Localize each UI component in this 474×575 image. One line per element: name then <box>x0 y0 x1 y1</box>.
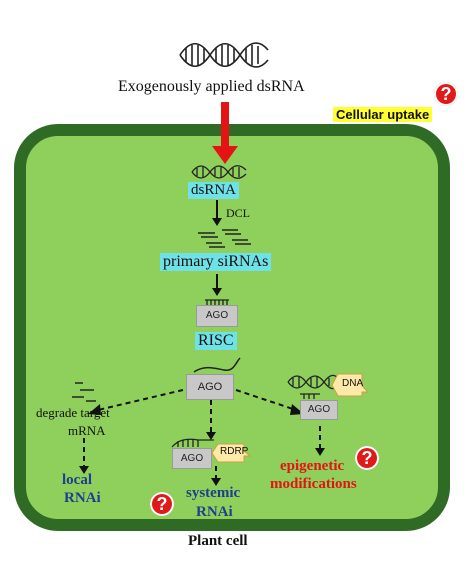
degrade-target-label: degrade target <box>36 405 110 420</box>
dna-helix-icon <box>287 374 339 399</box>
cell-dsrna-helix-icon <box>191 165 247 179</box>
dna-label: DNA <box>342 378 364 389</box>
risc-label: RISC <box>195 332 237 350</box>
rdrp-label: RDRP <box>220 446 249 457</box>
ago-loaded-sirna-icon <box>205 299 229 305</box>
rdrp-strand-icon <box>171 438 214 448</box>
dashed-arrows <box>83 389 321 478</box>
mrna-label: mRNA <box>68 423 106 438</box>
cellular-uptake-label: Cellular uptake <box>333 107 433 122</box>
primary-sirnas-label: primary siRNAs <box>160 253 272 271</box>
arrow-dsrna-to-sirna <box>212 200 222 226</box>
rnai-systemic-label: RNAi <box>196 504 233 520</box>
rdrp-callout-shape <box>211 443 252 463</box>
dsrna-helix-icon <box>179 42 269 68</box>
modifications-label: modifications <box>270 476 357 492</box>
plant-cell-outline <box>14 124 450 531</box>
ago-dna-box: AGO <box>300 400 338 420</box>
uptake-question-icon: ? <box>434 82 458 106</box>
systemic-question-icon: ? <box>150 492 174 516</box>
risc-strand-icon <box>193 357 241 373</box>
dna-callout-shape <box>331 373 370 397</box>
dcl-label: DCL <box>226 206 250 220</box>
rnai-local-label: RNAi <box>64 490 101 506</box>
ago-rdrp-box: AGO <box>172 448 212 469</box>
epigenetic-question-icon: ? <box>355 446 379 470</box>
epigenetic-label: epigenetic <box>280 458 345 474</box>
uptake-arrow <box>212 102 238 164</box>
ago-center-box: AGO <box>186 374 234 400</box>
degraded-mrna-fragments-icon <box>72 382 96 402</box>
arrow-sirna-to-ago <box>212 274 222 296</box>
ago-top-box: AGO <box>196 305 238 327</box>
dsrna-label: dsRNA <box>188 182 240 199</box>
plant-cell-label: Plant cell <box>188 533 248 549</box>
local-label: local <box>62 472 92 488</box>
exogenous-label: Exogenously applied dsRNA <box>118 78 305 95</box>
systemic-label: systemic <box>186 485 241 501</box>
sirna-fragments-icon <box>198 229 251 248</box>
